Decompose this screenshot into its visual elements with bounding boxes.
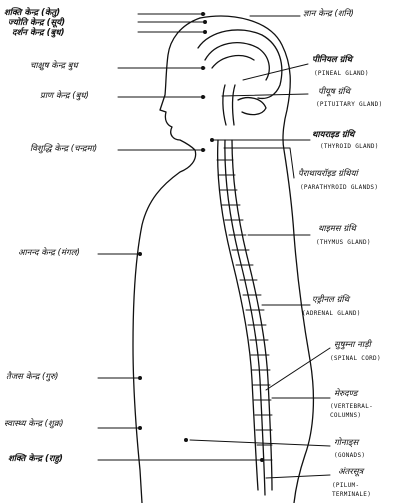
label-vertebral-columns: मेरुदण्ड — [334, 390, 357, 399]
label-thyroid-gland: थायराइड ग्रंथि — [312, 131, 354, 140]
label-tejas-kendra: तैजस केन्द्र (गुरु) — [6, 373, 58, 382]
label-pilum-terminale-en: (PILUM- TERMINALE) — [332, 481, 371, 499]
label-adrenal-gland: एड्रीनल ग्रंथि — [312, 296, 349, 305]
label-darshan-kendra: दर्शन केन्द्र (बुध) — [12, 29, 64, 38]
vertebrae — [217, 160, 272, 460]
label-jyoti-kendra: ज्योति केन्द्र (सूर्य) — [8, 19, 65, 28]
label-vishuddhi-kendra: विशुद्धि केन्द्र (चन्द्रमा) — [30, 145, 97, 154]
label-gyan-kendra: ज्ञान केन्द्र (शनि) — [303, 10, 354, 19]
label-shakti-kendra-lower: शक्ति केन्द्र (राहु) — [8, 455, 63, 464]
label-thyroid-gland-en: (THYROID GLAND) — [320, 142, 379, 151]
left-leaders — [98, 14, 258, 460]
face-outline — [133, 18, 200, 503]
brain-stem — [223, 85, 235, 125]
label-thymus-gland-en: (THYMUS GLAND) — [316, 238, 371, 247]
brain-fold-inner — [212, 56, 254, 68]
brain-fold — [205, 43, 269, 80]
label-gonads: गोनाड्स — [334, 439, 358, 448]
label-pilum-terminale: अंतरसूत्र — [338, 468, 363, 477]
label-parathyroid-glands: पैराथायरॉइड ग्रंथियां — [298, 170, 358, 179]
label-pituitary-gland: पीयूष ग्रंथि — [318, 88, 350, 97]
label-chakshush-kendra: चाक्षुष केन्द्र बुध — [30, 62, 78, 71]
label-pineal-gland-en: (PINEAL GLAND) — [314, 69, 369, 78]
label-pituitary-gland-en: (PITUITARY GLAND) — [316, 100, 383, 109]
label-spinal-cord-en: (SPINAL CORD) — [330, 354, 381, 363]
label-gonads-en: (GONADS) — [334, 451, 365, 460]
label-vertebral-columns-en: (VERTEBRAL- COLUMNS) — [330, 402, 373, 420]
label-spinal-cord: सुषुम्ना नाड़ी — [334, 341, 371, 350]
right-leaders — [190, 16, 330, 478]
label-anand-kendra: आनन्द केन्द्र (मंगल) — [18, 249, 80, 258]
label-pineal-gland: पीनियल ग्रंथि — [312, 56, 352, 65]
label-pran-kendra: प्राण केन्द्र (बुध) — [40, 92, 89, 101]
label-swasthya-kendra: स्वास्थ्य केन्द्र (शुक्र) — [4, 420, 64, 429]
cerebellum — [238, 98, 266, 115]
label-thymus-gland: थाइमस ग्रंथि — [318, 225, 356, 234]
label-parathyroid-glands-en: (PARATHYROID GLANDS) — [300, 183, 378, 192]
label-shakti-kendra: शक्ति केन्द्र (केतु) — [4, 9, 60, 18]
label-adrenal-gland-en: (ADRENAL GLAND) — [302, 309, 361, 318]
